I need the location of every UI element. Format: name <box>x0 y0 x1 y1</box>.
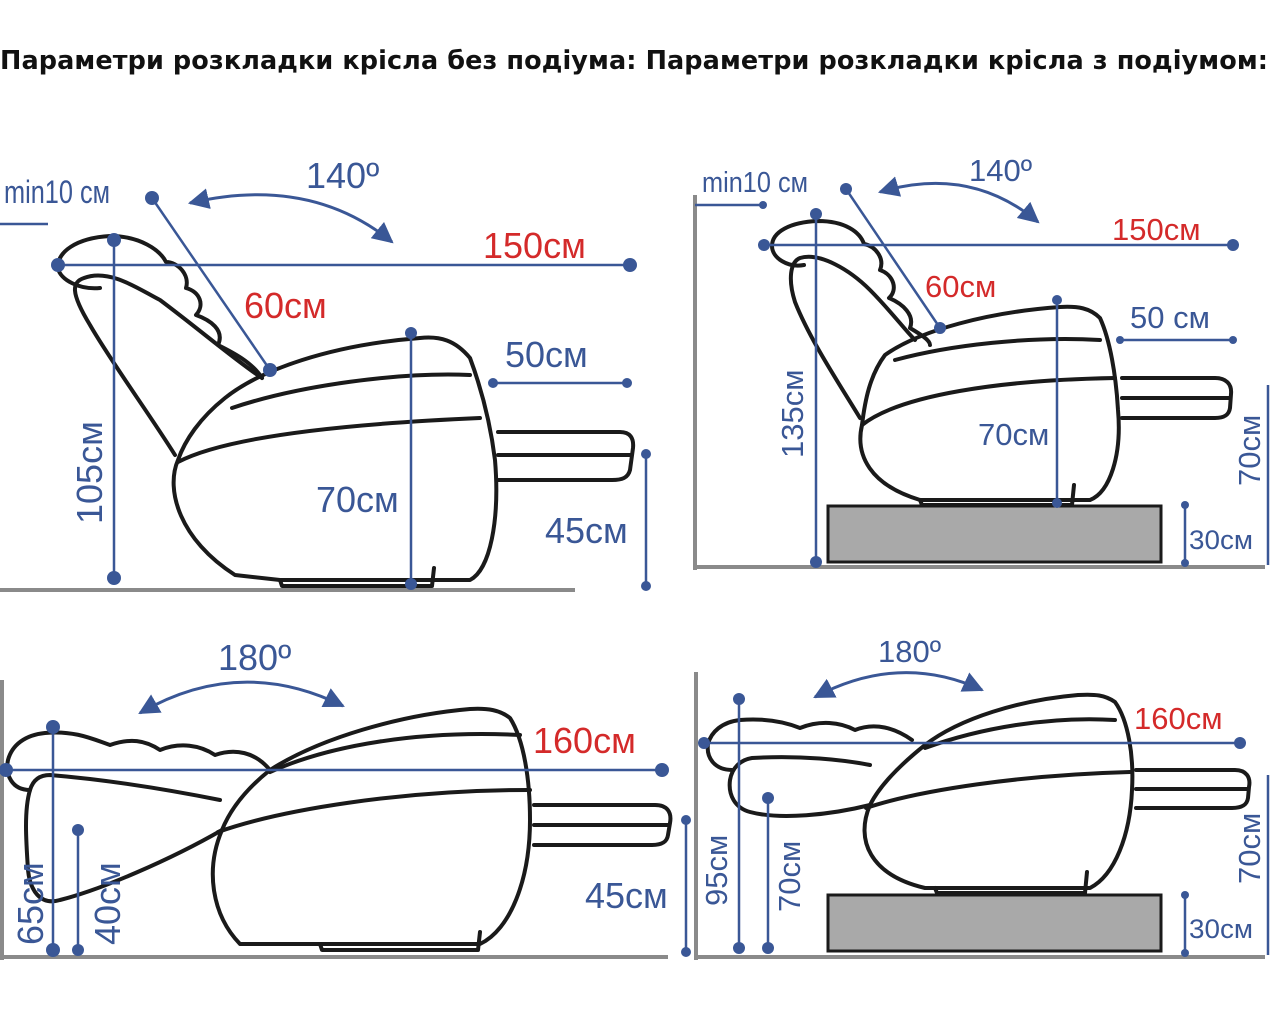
podium-dim-bottom <box>1181 559 1189 567</box>
seat-dim-top <box>405 327 417 339</box>
podium-dim-bottom <box>1181 949 1189 957</box>
podium-label: 30см <box>1189 525 1253 555</box>
seat-dim-bottom <box>405 578 417 590</box>
length-dim-end <box>623 258 637 272</box>
head-height-dim-bottom <box>733 942 745 954</box>
angle-arc <box>877 176 1040 224</box>
footrest-label: 50см <box>505 334 588 375</box>
side-height-label: 70см <box>1232 415 1267 486</box>
chair-outline <box>770 219 1234 507</box>
back-dim-top <box>840 183 852 195</box>
back-dim-bottom <box>263 363 277 377</box>
back-label: 60см <box>244 285 327 326</box>
angle-label: 180º <box>218 637 291 678</box>
length-label: 160см <box>533 720 636 761</box>
title-with-podium: Параметри розкладки крісла з подіумом: <box>645 46 1269 76</box>
seat-label: 70см <box>978 417 1049 452</box>
panel-flat-with-podium: 180º 160см 95см 70см 70см 30см <box>694 634 1270 960</box>
height-dim-bottom <box>810 556 822 568</box>
footrest-dim-start <box>1116 336 1124 344</box>
page-heading: Параметри розкладки крісла без подіума: … <box>0 46 1271 90</box>
side-height-label: 70см <box>1232 813 1267 884</box>
angle-arc <box>187 188 394 244</box>
foot-height-dim-top <box>641 449 651 459</box>
footrest-label: 50 см <box>1130 300 1210 335</box>
back-height-label: 70см <box>772 841 807 912</box>
back-height-dim-bottom <box>762 942 774 954</box>
height-dim-top <box>107 233 121 247</box>
head-height-dim-top <box>46 720 60 734</box>
head-height-label: 65см <box>10 862 51 945</box>
back-height-dim-bottom <box>72 944 84 956</box>
back-height-label: 40см <box>87 862 128 945</box>
footrest-dim-end <box>622 378 632 388</box>
length-dim-start <box>698 737 710 749</box>
gap-label: min10 см <box>4 174 110 210</box>
foot-height-dim-bottom <box>681 947 691 957</box>
gap-label: min10 см <box>702 167 808 199</box>
angle-arc <box>138 680 345 715</box>
back-height-dim-top <box>762 792 774 804</box>
length-label: 150см <box>1112 212 1201 247</box>
back-label: 60см <box>925 269 996 304</box>
length-dim-end <box>1227 239 1239 251</box>
length-label: 150см <box>483 225 586 266</box>
panel-recline-no-podium: min10 см 140º 150см 60см 50см 70см 105см… <box>0 155 651 592</box>
foot-height-dim-top <box>681 815 691 825</box>
length-dim-start <box>758 239 770 251</box>
seat-dim-bottom <box>1052 498 1062 508</box>
panel-recline-with-podium: min10 см 140º 150см 60см 50 см 70см 135с… <box>693 153 1270 570</box>
length-dim-start <box>0 763 13 777</box>
back-height-dim-top <box>72 824 84 836</box>
podium-label: 30см <box>1189 914 1253 944</box>
back-dim-line <box>844 188 942 329</box>
footrest-dim-end <box>1229 336 1237 344</box>
foot-height-dim-bottom <box>641 581 651 591</box>
angle-label: 140º <box>306 155 379 196</box>
length-label: 160см <box>1134 701 1223 736</box>
angle-arc <box>813 671 984 699</box>
head-height-dim-top <box>733 693 745 705</box>
angle-label: 180º <box>878 634 941 669</box>
footrest-dim-start <box>488 378 498 388</box>
length-dim-end <box>655 763 669 777</box>
foot-height-label: 45см <box>585 875 668 916</box>
seat-label: 70см <box>316 479 399 520</box>
height-dim-bottom <box>107 571 121 585</box>
back-dim-top <box>145 191 159 205</box>
gap-dim-end <box>759 201 767 209</box>
angle-label: 140º <box>969 153 1032 188</box>
title-without-podium: Параметри розкладки крісла без подіума: <box>0 46 637 76</box>
panel-flat-no-podium: 180º 160см 65см 40см 45см <box>0 637 691 960</box>
podium <box>826 504 1163 564</box>
height-label: 105см <box>69 421 110 524</box>
height-dim-top <box>810 208 822 220</box>
length-dim-start <box>51 258 65 272</box>
head-height-label: 95см <box>699 835 734 906</box>
podium-dim-top <box>1181 891 1189 899</box>
foot-height-label: 45см <box>545 510 628 551</box>
back-dim-bottom <box>934 322 946 334</box>
length-dim-end <box>1234 737 1246 749</box>
chair-outline <box>5 706 673 952</box>
seat-dim-top <box>1052 295 1062 305</box>
head-height-dim-bottom <box>46 943 60 957</box>
podium <box>826 893 1163 953</box>
height-label: 135см <box>775 369 810 458</box>
back-dim-line <box>150 197 272 371</box>
podium-dim-top <box>1181 501 1189 509</box>
